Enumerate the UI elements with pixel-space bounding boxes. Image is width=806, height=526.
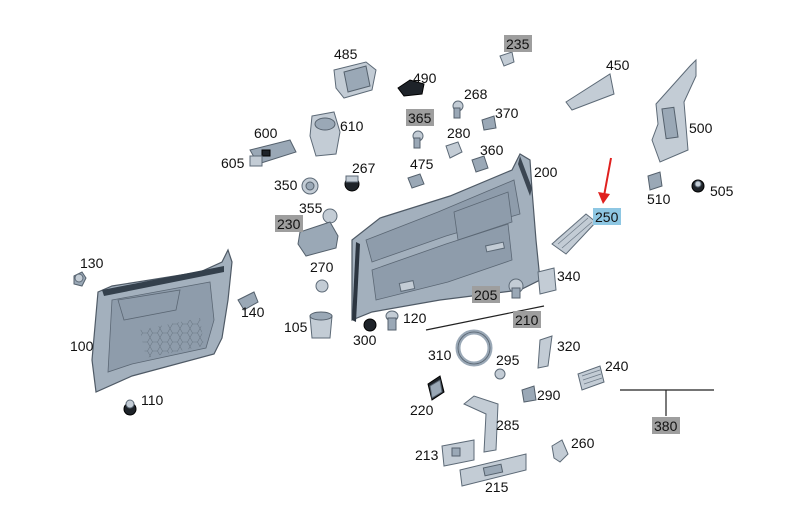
part-270-fastener[interactable]: [315, 279, 329, 293]
pointer-arrow: [598, 157, 612, 204]
label-205-bg: [472, 286, 500, 303]
label-475[interactable]: 475: [410, 156, 434, 172]
part-510-clip[interactable]: [647, 171, 663, 191]
part-500-bracket[interactable]: [651, 58, 697, 163]
part-230-cover[interactable]: [297, 221, 339, 257]
part-130-clip[interactable]: [73, 271, 87, 287]
labels: 130 100 110 140 230 270 105 300 120 485 …: [70, 35, 734, 495]
label-340[interactable]: 340: [557, 268, 581, 284]
label-210[interactable]: 210: [515, 312, 539, 328]
label-215[interactable]: 215: [485, 479, 509, 495]
label-600[interactable]: 600: [254, 125, 278, 141]
label-267[interactable]: 267: [352, 160, 376, 176]
label-130[interactable]: 130: [80, 255, 104, 271]
label-230-bg: [275, 215, 303, 232]
part-280-clip[interactable]: [445, 141, 463, 159]
part-295-fastener[interactable]: [494, 368, 506, 380]
label-490[interactable]: 490: [413, 70, 437, 86]
part-485-housing[interactable]: [333, 61, 377, 99]
label-500[interactable]: 500: [689, 120, 713, 136]
part-220-connector[interactable]: [427, 375, 445, 401]
label-140[interactable]: 140: [241, 304, 265, 320]
label-320[interactable]: 320: [557, 338, 581, 354]
part-300-knob[interactable]: [363, 318, 377, 332]
part-268-pin[interactable]: [452, 100, 464, 119]
part-267-fastener[interactable]: [344, 175, 360, 192]
label-110[interactable]: 110: [141, 392, 164, 408]
part-490-cover[interactable]: [397, 79, 425, 97]
label-505[interactable]: 505: [710, 183, 734, 199]
part-355-knob[interactable]: [322, 208, 338, 224]
label-450[interactable]: 450: [606, 57, 630, 73]
part-450-trim[interactable]: [565, 73, 615, 111]
label-220[interactable]: 220: [410, 402, 434, 418]
part-505-fastener[interactable]: [691, 179, 705, 193]
label-270[interactable]: 270: [310, 259, 334, 275]
label-280[interactable]: 280: [447, 125, 471, 141]
label-295[interactable]: 295: [496, 352, 520, 368]
part-380-line[interactable]: [620, 389, 714, 416]
part-210-seal-line[interactable]: [425, 305, 545, 331]
part-200-side-panel[interactable]: [351, 153, 541, 322]
label-605[interactable]: 605: [221, 155, 245, 171]
part-370-clip[interactable]: [481, 115, 497, 131]
part-250-grille[interactable]: [551, 213, 597, 255]
part-140-bracket[interactable]: [237, 291, 259, 311]
part-310-ring[interactable]: [455, 329, 493, 367]
part-365-pin[interactable]: [412, 130, 424, 149]
label-235-bg: [504, 35, 532, 52]
label-285[interactable]: 285: [496, 417, 520, 433]
part-285-bracket[interactable]: [463, 395, 499, 453]
label-205[interactable]: 205: [474, 287, 498, 303]
label-370[interactable]: 370: [495, 105, 519, 121]
label-250-bg: [593, 208, 621, 225]
label-380-bg: [652, 417, 680, 434]
label-235[interactable]: 235: [506, 36, 530, 52]
label-120[interactable]: 120: [403, 310, 427, 326]
part-605-connector[interactable]: [249, 155, 263, 167]
label-510[interactable]: 510: [647, 191, 671, 207]
part-340-cover[interactable]: [537, 267, 557, 295]
label-290[interactable]: 290: [537, 387, 561, 403]
part-320-trim[interactable]: [537, 335, 553, 369]
part-240-grille[interactable]: [577, 365, 605, 391]
label-100[interactable]: 100: [70, 338, 94, 354]
label-268[interactable]: 268: [464, 86, 488, 102]
label-485[interactable]: 485: [334, 46, 358, 62]
part-360-clip[interactable]: [471, 155, 489, 173]
part-120-grommet[interactable]: [385, 310, 399, 331]
label-310[interactable]: 310: [428, 347, 452, 363]
label-365-bg: [406, 109, 434, 126]
part-213-panel[interactable]: [441, 439, 475, 467]
part-350-plug[interactable]: [301, 177, 319, 195]
part-610-cup-holder[interactable]: [309, 111, 341, 157]
label-213[interactable]: 213: [415, 447, 439, 463]
label-360[interactable]: 360: [480, 142, 504, 158]
label-355[interactable]: 355: [299, 200, 323, 216]
part-100-rear-side-panel[interactable]: [91, 248, 233, 393]
label-260[interactable]: 260: [571, 435, 595, 451]
part-235-clip[interactable]: [499, 51, 515, 67]
label-365[interactable]: 365: [408, 110, 432, 126]
label-380[interactable]: 380: [654, 418, 678, 434]
part-290-clip[interactable]: [521, 385, 537, 403]
label-240[interactable]: 240: [605, 358, 629, 374]
part-475-clip[interactable]: [407, 173, 425, 189]
label-350[interactable]: 350: [274, 177, 298, 193]
part-260-bracket[interactable]: [551, 439, 569, 463]
label-300[interactable]: 300: [353, 332, 377, 348]
label-250[interactable]: 250: [595, 209, 619, 225]
label-105[interactable]: 105: [284, 319, 308, 335]
part-215-panel[interactable]: [459, 453, 527, 487]
label-210-bg: [513, 311, 541, 328]
label-610[interactable]: 610: [340, 118, 364, 134]
part-205-clip[interactable]: [508, 278, 524, 299]
part-105-cup[interactable]: [309, 311, 333, 339]
label-200[interactable]: 200: [534, 164, 558, 180]
part-110-fastener[interactable]: [123, 399, 137, 416]
label-230[interactable]: 230: [277, 216, 301, 232]
